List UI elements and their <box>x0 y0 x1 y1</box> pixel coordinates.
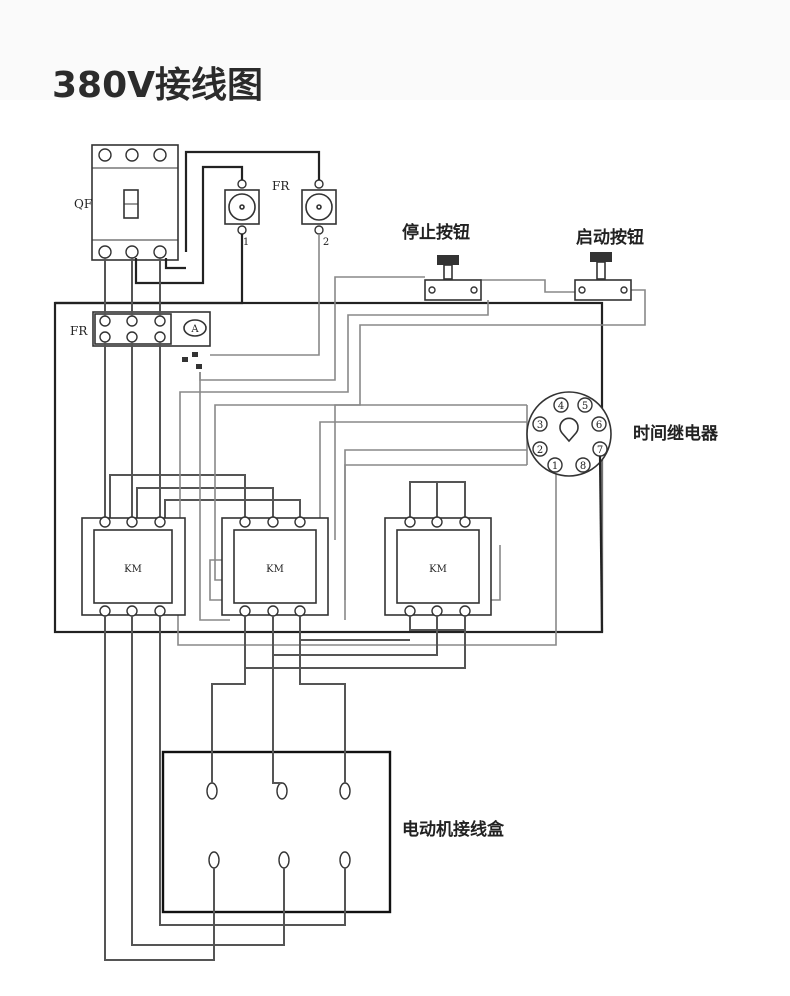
pin-8: 8 <box>580 461 586 472</box>
pin-2: 2 <box>537 445 543 456</box>
time-relay-label: 时间继电器 <box>633 423 719 444</box>
ammeter-label: A <box>190 324 199 335</box>
pin-5: 5 <box>582 401 588 412</box>
contactor-km2: KM <box>221 516 329 617</box>
km2-label: KM <box>266 564 284 575</box>
fr-label: FR <box>272 179 290 193</box>
km1-label: KM <box>124 564 142 575</box>
pin-3: 3 <box>537 420 543 431</box>
stop-button[interactable]: 停止按钮 <box>402 222 482 301</box>
start-button[interactable]: 启动按钮 <box>574 227 644 301</box>
contactor-km3: KM <box>384 516 492 617</box>
circuit-breaker-qf: QF <box>74 144 179 261</box>
fr-block-label: FR <box>70 324 88 338</box>
star-wires <box>244 616 466 669</box>
start-button-label: 启动按钮 <box>576 227 644 248</box>
contactor-km1: KM <box>81 516 186 617</box>
stop-button-label: 停止按钮 <box>402 222 470 243</box>
pin-7: 7 <box>597 445 603 456</box>
terminal-2-label: 2 <box>323 237 329 248</box>
breaker-label: QF <box>74 197 92 211</box>
header-band <box>0 0 790 100</box>
terminal-1-label: 1 <box>243 237 249 248</box>
phase-wires <box>104 258 161 520</box>
km3-label: KM <box>429 564 447 575</box>
thermal-relay-2: 2 <box>301 179 337 248</box>
motor-box-label: 电动机接线盒 <box>402 819 505 840</box>
time-relay: 1 2 3 4 5 6 7 8 时间继电器 <box>526 391 719 477</box>
pin-4: 4 <box>558 401 564 412</box>
pin-6: 6 <box>596 420 602 431</box>
thermal-overload-block: A FR <box>70 311 211 369</box>
motor-terminal-box: 电动机接线盒 <box>161 750 505 914</box>
motor-wires <box>104 616 346 961</box>
page-title: 380V接线图 <box>52 65 264 106</box>
wire <box>55 234 244 305</box>
wire <box>598 455 604 633</box>
wire <box>164 258 186 270</box>
pin-1: 1 <box>552 461 558 472</box>
bridge-wires <box>109 474 466 520</box>
wire <box>184 150 321 252</box>
thermal-relay-1: 1 <box>224 179 260 248</box>
wire <box>134 165 244 285</box>
